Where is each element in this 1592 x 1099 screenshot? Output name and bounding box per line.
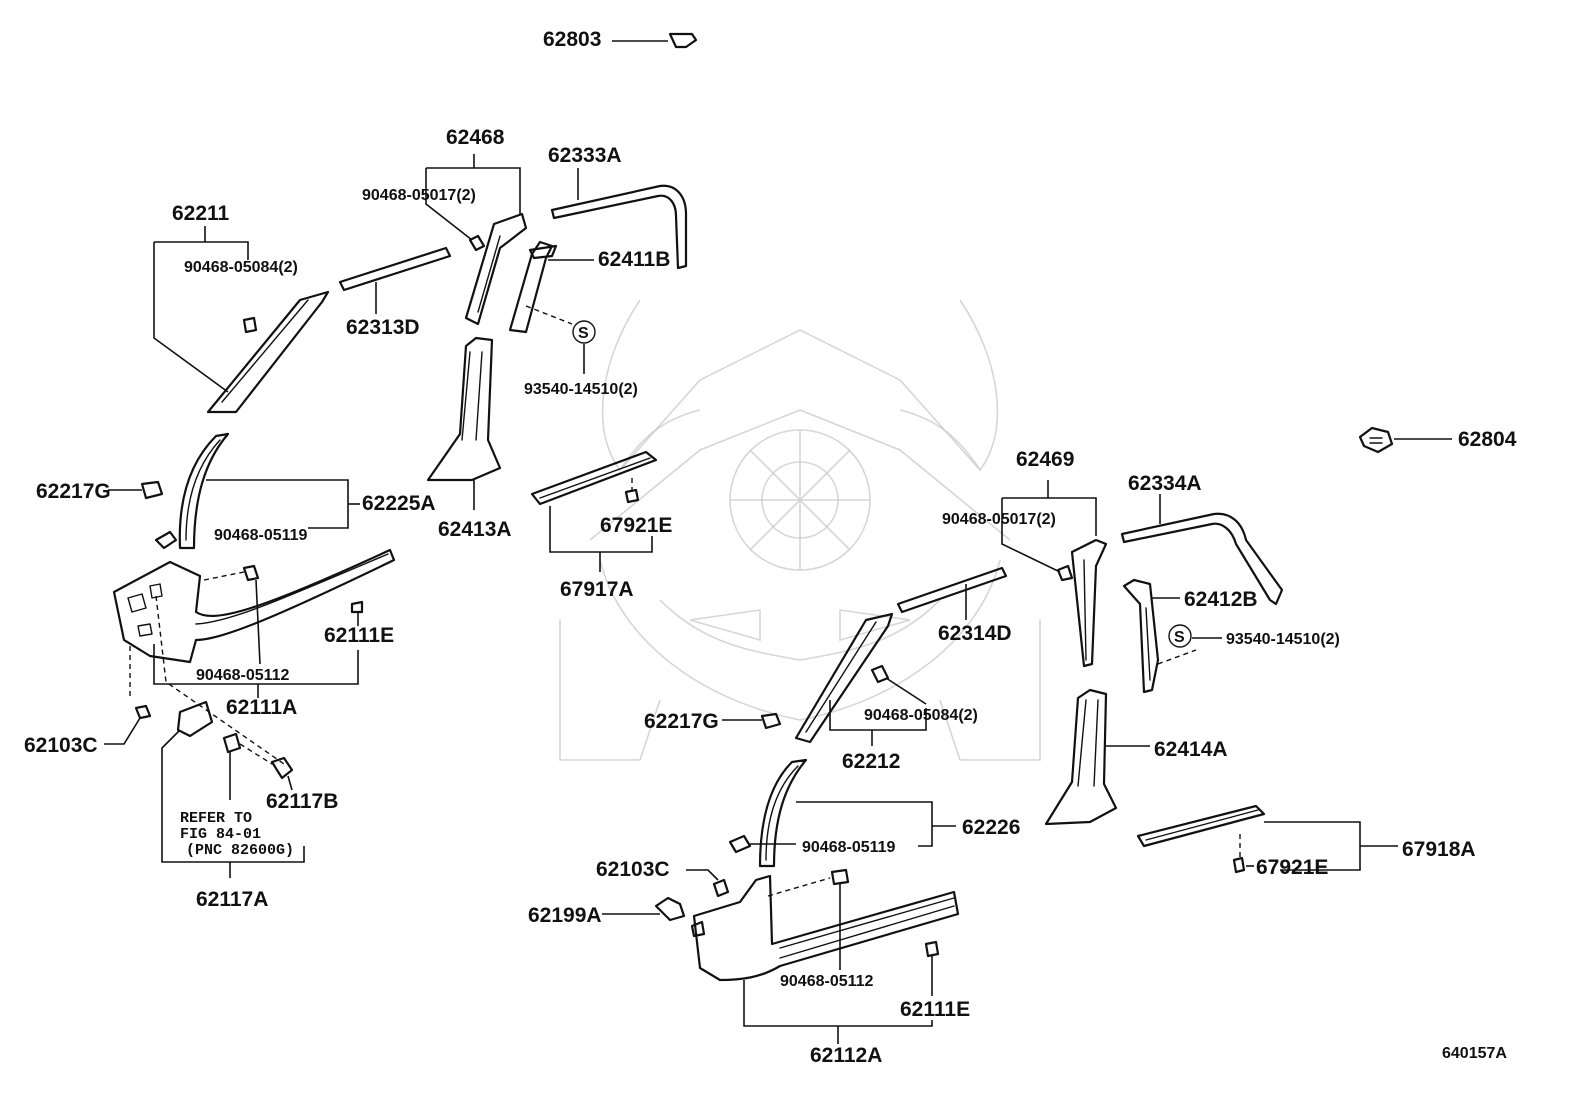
- screw-mark-left: S: [578, 325, 589, 342]
- label-62117B: 62117B: [266, 790, 338, 813]
- part-62112A-cowl-side: [690, 868, 960, 1044]
- label-62111E-left: 62111E: [324, 624, 394, 647]
- part-62469-pillar-upper: [1001, 480, 1108, 668]
- label-62117A: 62117A: [196, 888, 268, 911]
- part-67918A-scuff-plate: [1136, 804, 1398, 874]
- label-62225A: 62225A: [362, 492, 436, 515]
- screw-symbol-right: S: [1168, 624, 1222, 648]
- part-62111A-cowl-side: [112, 548, 396, 765]
- part-62803-clip: [612, 32, 698, 49]
- label-62199A: 62199A: [528, 904, 602, 927]
- part-62117A-cover: [161, 700, 305, 878]
- part-62412B-cover: [1122, 578, 1197, 694]
- part-62226-garnish: [728, 758, 956, 868]
- part-62468-pillar-upper: [425, 154, 528, 326]
- part-62217G-clip-right: [722, 712, 782, 730]
- part-62217G-clip-left: [108, 480, 164, 500]
- part-62333A-roof-strip: [550, 168, 688, 270]
- label-62804: 62804: [1458, 428, 1517, 451]
- part-62225A-garnish: [154, 432, 360, 550]
- note-line3: (PNC 82600G): [186, 842, 294, 859]
- label-93540-right: 93540-14510(2): [1226, 631, 1340, 648]
- part-62313D-strip: [338, 246, 452, 314]
- label-62334A: 62334A: [1128, 472, 1202, 495]
- label-62211: 62211: [172, 202, 230, 225]
- label-62803: 62803: [543, 28, 601, 51]
- part-62413A-pillar-lower: [426, 336, 502, 510]
- part-62314D-strip: [896, 566, 1008, 620]
- label-62111E-right: 62111E: [900, 998, 970, 1021]
- label-62412B: 62412B: [1184, 588, 1258, 611]
- label-90468-05084-left: 90468-05084(2): [184, 259, 298, 276]
- label-62314D: 62314D: [938, 622, 1012, 645]
- screw-symbol-left: S: [572, 320, 596, 374]
- label-90468-05119-right: 90468-05119: [802, 839, 896, 856]
- part-62414A-pillar-lower: [1044, 688, 1150, 826]
- label-90468-05112-right: 90468-05112: [780, 973, 874, 990]
- screw-mark-right: S: [1174, 629, 1185, 646]
- part-62411B-cover: [508, 240, 594, 334]
- part-62212-pillar-garnish: [794, 612, 927, 746]
- label-62111A: 62111A: [226, 696, 297, 719]
- figure-code: 640157A: [1442, 1045, 1507, 1062]
- watermark-emblem: [559, 299, 1041, 761]
- label-67917A: 67917A: [560, 578, 634, 601]
- part-62103C-clip-right: [686, 869, 730, 898]
- label-67921E-left: 67921E: [600, 514, 672, 537]
- label-62313D: 62313D: [346, 316, 420, 339]
- label-62469: 62469: [1016, 448, 1074, 471]
- part-62804-clip: [1358, 426, 1452, 454]
- label-62226: 62226: [962, 816, 1020, 839]
- label-62411B: 62411B: [598, 248, 670, 271]
- label-62103C-right: 62103C: [596, 858, 670, 881]
- label-62212: 62212: [842, 750, 900, 773]
- label-62414A: 62414A: [1154, 738, 1228, 761]
- part-62103C-clip-left: [104, 704, 152, 745]
- label-90468-05119-left: 90468-05119: [214, 527, 308, 544]
- label-62217G-left: 62217G: [36, 480, 111, 503]
- part-67917A-scuff-plate: [530, 450, 658, 572]
- part-62211-pillar-garnish: [153, 226, 330, 414]
- part-62199A-bracket: [602, 896, 686, 922]
- label-67921E-right: 67921E: [1256, 856, 1328, 879]
- note-line1: REFER TO: [180, 810, 252, 827]
- label-62413A: 62413A: [438, 518, 512, 541]
- label-62468: 62468: [446, 126, 505, 149]
- label-90468-05017-left: 90468-05017(2): [362, 187, 476, 204]
- label-90468-05084-right: 90468-05084(2): [864, 707, 978, 724]
- label-67918A: 67918A: [1402, 838, 1476, 861]
- label-90468-05112-left: 90468-05112: [196, 667, 290, 684]
- label-62217G-right: 62217G: [644, 710, 719, 733]
- note-line2: FIG 84-01: [180, 826, 261, 843]
- label-90468-05017-right: 90468-05017(2): [942, 511, 1056, 528]
- label-62112A: 62112A: [810, 1044, 882, 1067]
- label-62333A: 62333A: [548, 144, 622, 167]
- label-62103C-left: 62103C: [24, 734, 98, 757]
- part-62334A-roof-strip: [1120, 494, 1284, 606]
- label-93540-left: 93540-14510(2): [524, 381, 638, 398]
